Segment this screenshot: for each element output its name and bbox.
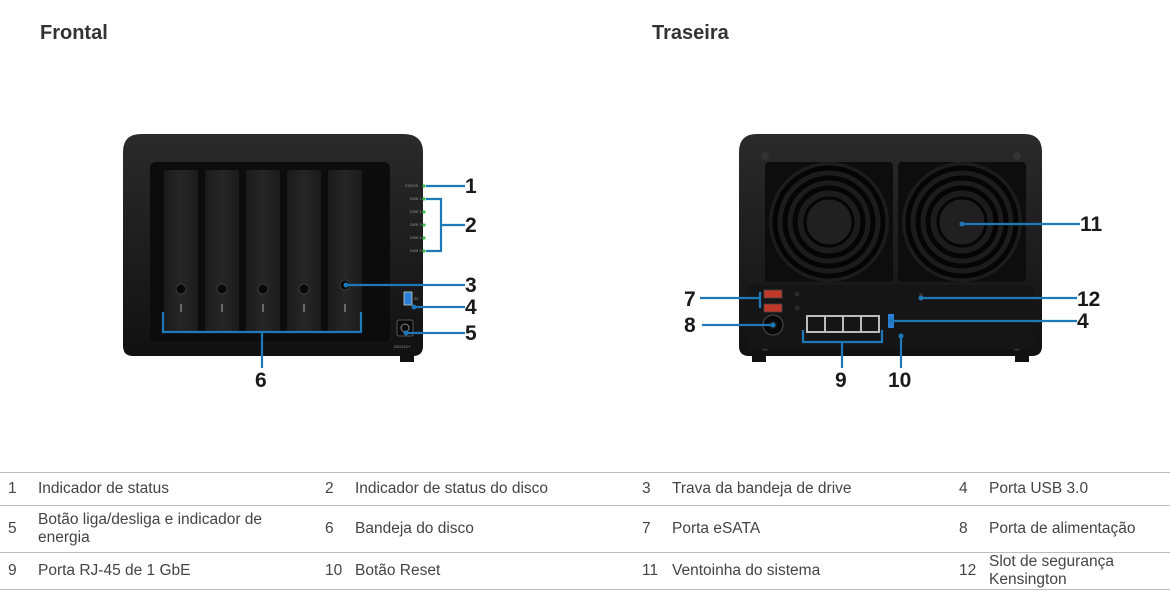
tray-lock bbox=[175, 283, 187, 295]
led-label-disk4: DISK 4 bbox=[410, 236, 422, 240]
front-callout-dots bbox=[343, 282, 417, 336]
back-view-heading: Traseira bbox=[652, 22, 729, 44]
led-label-disk1: DISK 1 bbox=[410, 197, 422, 201]
legend-row: 9 Porta RJ-45 de 1 GbE 10 Botão Reset 11… bbox=[0, 552, 1170, 590]
led-label-status: STATUS bbox=[405, 184, 419, 188]
drive-bays bbox=[164, 170, 362, 332]
callout-3: 3 bbox=[465, 274, 477, 297]
component-legend-table: 1 Indicador de status 2 Indicador de sta… bbox=[0, 472, 1170, 590]
front-callout-lines bbox=[161, 184, 465, 368]
callout-12: 12 bbox=[1077, 288, 1100, 311]
callout-2: 2 bbox=[465, 214, 477, 237]
legend-label: Bandeja do disco bbox=[355, 505, 634, 553]
back-callout-dots bbox=[770, 221, 965, 339]
callout-9: 9 bbox=[835, 369, 847, 392]
front-led-panel: STATUS DISK 1 DISK 2 DISK 3 DISK 4 DISK … bbox=[405, 184, 426, 253]
legend-label: Ventoinha do sistema bbox=[672, 552, 951, 590]
legend-label: Trava da bandeja de drive bbox=[672, 472, 951, 506]
led-label-disk2: DISK 2 bbox=[410, 210, 422, 214]
esata-ports bbox=[763, 289, 800, 313]
legend-number: 12 bbox=[951, 552, 989, 590]
callout-11: 11 bbox=[1080, 213, 1103, 236]
drive-tray bbox=[164, 170, 198, 332]
drive-tray bbox=[205, 170, 239, 332]
legend-label: Porta de alimentação bbox=[989, 505, 1170, 553]
callout-6: 6 bbox=[255, 369, 267, 392]
legend-label: Porta eSATA bbox=[672, 505, 951, 553]
tray-lock bbox=[257, 283, 269, 295]
drive-tray bbox=[246, 170, 280, 332]
callout-4: 4 bbox=[465, 296, 477, 319]
callout-10: 10 bbox=[888, 369, 911, 392]
callout-7: 7 bbox=[684, 288, 696, 311]
legend-row: 5 Botão liga/desliga e indicador de ener… bbox=[0, 505, 1170, 553]
legend-label: Porta RJ-45 de 1 GbE bbox=[38, 552, 317, 590]
tray-lock bbox=[298, 283, 310, 295]
legend-number: 3 bbox=[634, 472, 672, 506]
legend-number: 7 bbox=[634, 505, 672, 553]
svg-text:SS: SS bbox=[414, 297, 419, 301]
nas-front-view: STATUS DISK 1 DISK 2 DISK 3 DISK 4 DISK … bbox=[123, 134, 426, 362]
legend-number: 8 bbox=[951, 505, 989, 553]
nas-back-view bbox=[739, 134, 1042, 362]
legend-label: Porta USB 3.0 bbox=[989, 472, 1170, 506]
tray-lock bbox=[216, 283, 228, 295]
rj45-ports bbox=[806, 315, 880, 333]
legend-number: 2 bbox=[317, 472, 355, 506]
legend-label: Slot de segurança Kensington bbox=[989, 552, 1170, 590]
led-label-disk3: DISK 3 bbox=[410, 223, 422, 227]
callout-4-back: 4 bbox=[1077, 310, 1089, 333]
legend-number: 4 bbox=[951, 472, 989, 506]
front-usb-port: SS bbox=[403, 291, 419, 306]
front-view-heading: Frontal bbox=[40, 22, 108, 44]
legend-number: 6 bbox=[317, 505, 355, 553]
legend-row: 1 Indicador de status 2 Indicador de sta… bbox=[0, 472, 1170, 506]
legend-number: 11 bbox=[634, 552, 672, 590]
legend-number: 9 bbox=[0, 552, 38, 590]
callout-8: 8 bbox=[684, 314, 696, 337]
drive-tray bbox=[328, 170, 362, 332]
legend-number: 1 bbox=[0, 472, 38, 506]
legend-number: 5 bbox=[0, 505, 38, 553]
back-callout-lines bbox=[700, 222, 1080, 368]
drive-tray bbox=[287, 170, 321, 332]
legend-label: Indicador de status do disco bbox=[355, 472, 634, 506]
led-label-disk5: DISK 5 bbox=[410, 249, 422, 253]
legend-label: Botão Reset bbox=[355, 552, 634, 590]
legend-number: 10 bbox=[317, 552, 355, 590]
callout-1: 1 bbox=[465, 175, 477, 198]
model-badge: DS1520+ bbox=[394, 345, 411, 349]
callout-5: 5 bbox=[465, 322, 477, 345]
legend-label: Botão liga/desliga e indicador de energi… bbox=[38, 505, 317, 553]
legend-label: Indicador de status bbox=[38, 472, 317, 506]
nas-diagram: STATUS DISK 1 DISK 2 DISK 3 DISK 4 DISK … bbox=[123, 134, 1103, 392]
system-fan-left bbox=[765, 162, 893, 282]
